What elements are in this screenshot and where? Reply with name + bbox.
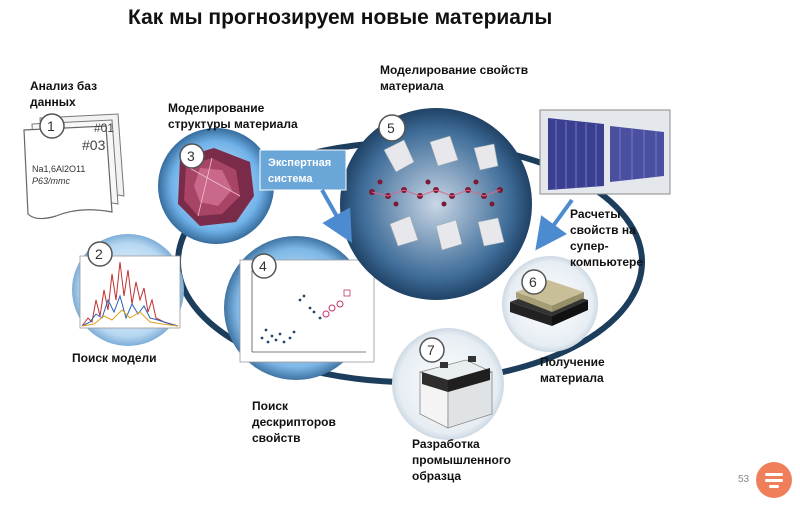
svg-text:6: 6 (529, 274, 537, 290)
logo-icon (756, 462, 792, 498)
step-6-badge (521, 269, 547, 295)
svg-text:1: 1 (47, 118, 55, 134)
svg-text:3: 3 (187, 148, 195, 164)
doc-formula: Na1,6Al2O11 (32, 164, 85, 174)
doc-tag-front: #03 (82, 137, 106, 153)
spectrum-chart-icon: 2 (72, 234, 184, 346)
crystal-structure-icon: 3 (158, 128, 274, 244)
label-step-7: Разработка промышленного образца (412, 437, 512, 483)
scatter-plot-icon: 4 (224, 236, 375, 380)
step-1-badge (39, 113, 65, 139)
label-step-5: Моделирование свойств материала (380, 63, 529, 93)
label-step-4: Поиск дескрипторов свойств (252, 399, 336, 445)
label-step-2: Поиск модели (72, 351, 157, 365)
svg-text:5: 5 (387, 120, 395, 136)
label-supercomputer: Расчеты свойств на супер-компьютере (570, 207, 644, 269)
step-7-badge (419, 337, 445, 363)
battery-icon: 7 (392, 328, 504, 440)
expert-system-box: Экспертная система (259, 149, 347, 191)
step-3-badge (179, 143, 205, 169)
property-model-icon: 5 (340, 108, 532, 300)
page-number: 53 (738, 474, 750, 485)
doc-tag-back: #01 (94, 121, 114, 135)
supercomputer-image (539, 109, 671, 195)
material-layers-icon: 6 (502, 256, 598, 352)
step-2-badge (87, 241, 113, 267)
document-stack-icon: #01 #03 Na1,6Al2O11 P63/mmc 1 (23, 113, 125, 220)
expert-system-line-1: Экспертная (268, 157, 331, 169)
doc-space-group: P63/mmc (32, 176, 71, 186)
svg-text:7: 7 (427, 342, 435, 358)
label-step-3: Моделирование структуры материала (168, 101, 298, 131)
supercomputer-arrow-icon (535, 198, 574, 251)
expert-arrow-icon (320, 189, 352, 243)
label-step-6: Получение материала (540, 355, 605, 385)
step-4-badge (251, 253, 277, 279)
label-step-1: Анализ баз данных (30, 79, 98, 109)
svg-text:2: 2 (95, 246, 103, 262)
svg-text:4: 4 (259, 258, 267, 274)
slide-title: Как мы прогнозируем новые материалы (128, 6, 553, 29)
expert-system-line-2: система (268, 173, 313, 185)
step-5-badge (378, 114, 406, 142)
